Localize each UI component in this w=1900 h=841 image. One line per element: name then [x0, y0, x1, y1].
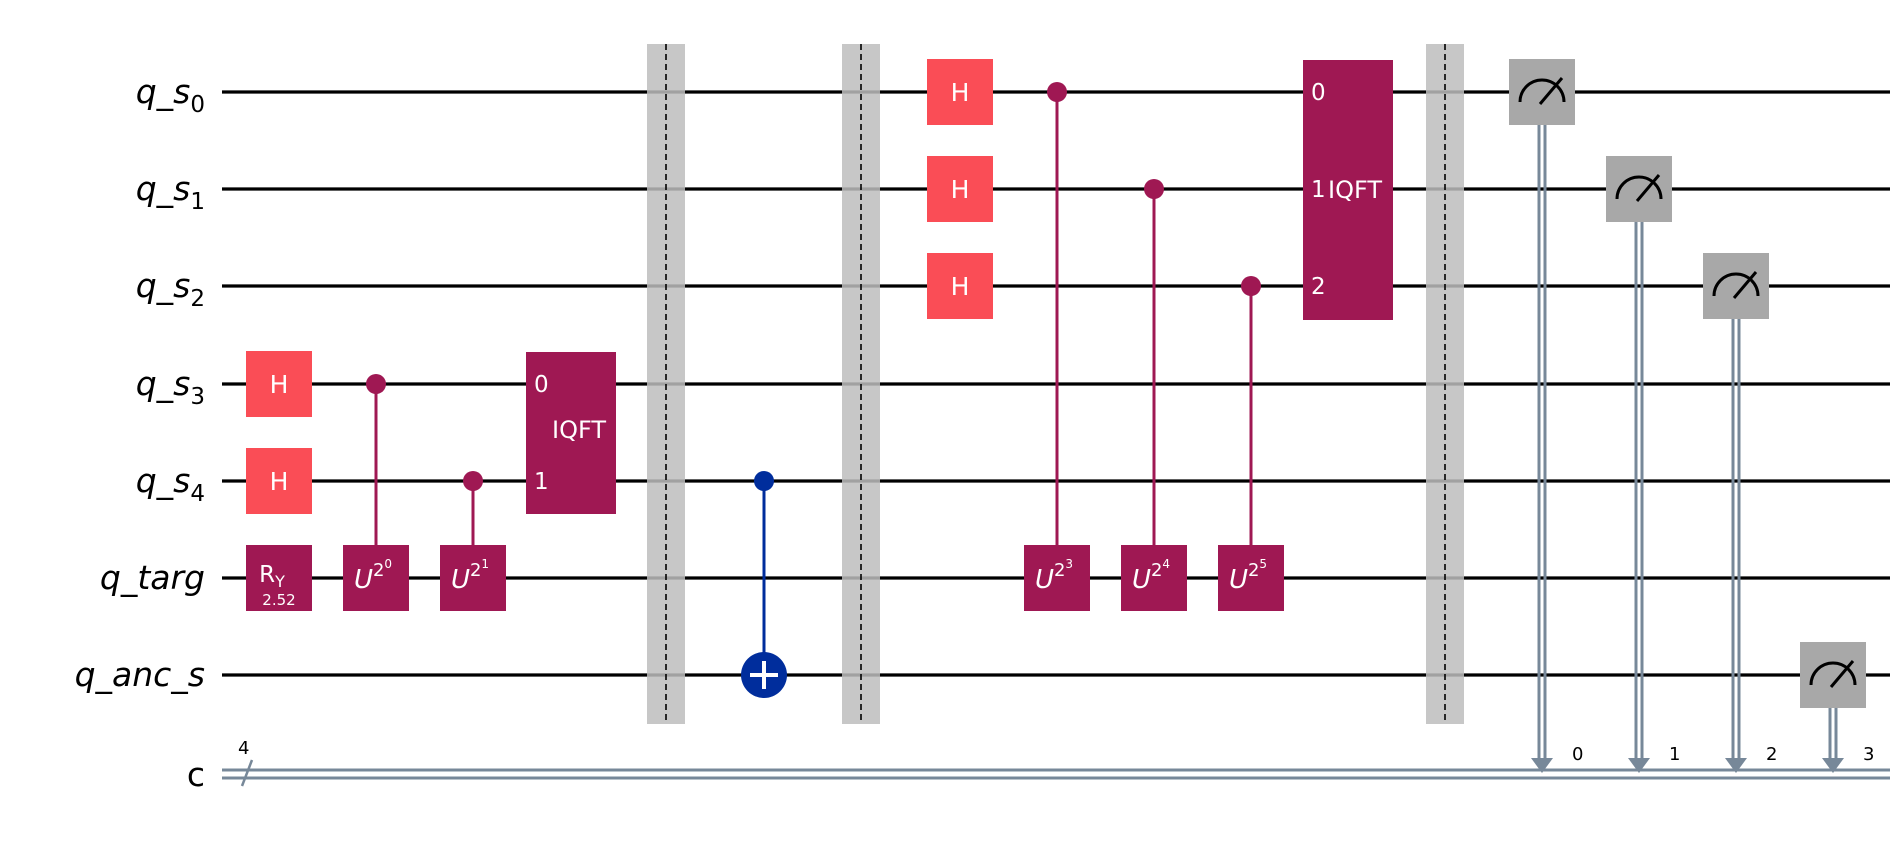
iqft-gate [1303, 60, 1393, 320]
qubit-label: q_anc_s [75, 655, 205, 694]
qubit-label: q_s3 [136, 364, 205, 410]
controlled-u-gate [1024, 545, 1090, 611]
meter-arc-icon [1712, 272, 1760, 297]
meter-arc-icon [1518, 78, 1566, 103]
u-gate-label: U21 [451, 557, 489, 595]
u-gate-label: U23 [1035, 557, 1073, 595]
measure-gate [1509, 59, 1575, 125]
ry-gate-label: RY [259, 562, 285, 591]
u-gate-label: U24 [1132, 557, 1170, 595]
classical-bit-label: 0 [1572, 744, 1583, 765]
controlled-u-gate [1218, 545, 1284, 611]
measure-gate [1703, 253, 1769, 319]
barriers [647, 44, 1464, 724]
classical-bit-label: 2 [1766, 744, 1777, 765]
hadamard-gate [927, 59, 993, 125]
classical-bit-label: 1 [1669, 744, 1680, 765]
u-gate-label: U20 [354, 557, 392, 595]
hadamard-label: H [951, 272, 970, 301]
measure-gate [1800, 642, 1866, 708]
iqft-label: IQFT [552, 416, 606, 444]
qubit-label: q_s4 [136, 461, 205, 507]
meter-arc-icon [1809, 661, 1857, 686]
u-gate-label: U25 [1229, 557, 1267, 595]
qubit-label: q_s1 [136, 169, 205, 215]
control-dot [463, 471, 483, 491]
controlled-u-gate [343, 545, 409, 611]
measure-arrow [1725, 758, 1747, 773]
control-dot [1241, 276, 1261, 296]
iqft-gate [526, 352, 616, 514]
measure-arrow [1531, 758, 1553, 773]
hadamard-gate [246, 351, 312, 417]
control-dot [754, 471, 774, 491]
register-slash [240, 759, 254, 787]
hadamard-label: H [951, 78, 970, 107]
hadamard-gate [927, 253, 993, 319]
hadamard-gate [246, 448, 312, 514]
classical-label: c [187, 755, 205, 794]
meter-needle-icon [1635, 174, 1661, 202]
hadamard-label: H [270, 467, 289, 496]
register-width: 4 [238, 738, 249, 759]
control-dot [1047, 82, 1067, 102]
qubit-label: q_targ [100, 558, 205, 597]
meter-needle-icon [1538, 77, 1564, 105]
iqft-port-label: 0 [534, 372, 549, 398]
meter-needle-icon [1829, 660, 1855, 688]
control-dot [366, 374, 386, 394]
iqft-port-label: 1 [1311, 177, 1326, 203]
ry-param-label: 2.52 [262, 591, 295, 609]
measure-arrow [1822, 758, 1844, 773]
iqft-label: IQFT [1328, 176, 1382, 204]
meter-needle-icon [1732, 271, 1758, 299]
classical-bit-label: 3 [1863, 744, 1874, 765]
controlled-u-gate [1121, 545, 1187, 611]
measure-arrow [1628, 758, 1650, 773]
qubit-label: q_s2 [136, 266, 205, 312]
hadamard-label: H [951, 175, 970, 204]
iqft-port-label: 0 [1311, 80, 1326, 106]
labels: q_s0 q_s1 q_s2 q_s3 q_s4 q_targ q_anc_sc 4 0 1 2 3 [75, 72, 1875, 794]
hadamard-gate [927, 156, 993, 222]
measure-gate [1606, 156, 1672, 222]
hadamard-label: H [270, 370, 289, 399]
meter-arc-icon [1615, 175, 1663, 200]
control-dot [1144, 179, 1164, 199]
qubit-label: q_s0 [136, 72, 205, 118]
iqft-port-label: 1 [534, 469, 549, 495]
ry-gate [246, 545, 312, 611]
controlled-u-gate [440, 545, 506, 611]
iqft-port-label: 2 [1311, 274, 1326, 300]
